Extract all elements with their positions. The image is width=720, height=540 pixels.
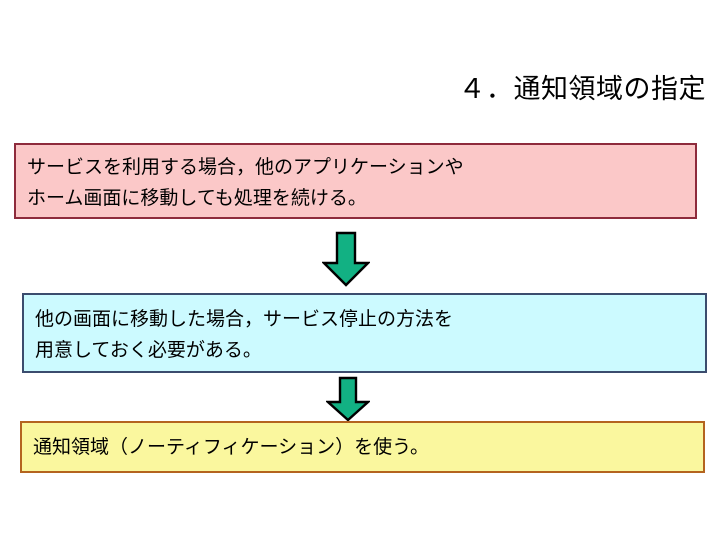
box-conclusion: 通知領域（ノーティフィケーション）を使う。 [20, 421, 705, 473]
box-requirement-line-2: 用意しておく必要がある。 [35, 339, 262, 361]
box-requirement-line-1: 他の画面に移動した場合，サービス停止の方法を [35, 308, 454, 330]
down-arrow-icon-2 [326, 376, 370, 422]
box-conclusion-line-1: 通知領域（ノーティフィケーション）を使う。 [33, 436, 429, 458]
page-title: ４．通知領域の指定 [458, 74, 706, 105]
box-problem-line-1: サービスを利用する場合，他のアプリケーションや [27, 156, 464, 178]
down-arrow-icon-1 [322, 231, 370, 287]
box-problem: サービスを利用する場合，他のアプリケーションや ホーム画面に移動しても処理を続け… [14, 143, 697, 219]
box-problem-line-2: ホーム画面に移動しても処理を続ける。 [27, 187, 367, 209]
box-requirement: 他の画面に移動した場合，サービス停止の方法を 用意しておく必要がある。 [22, 293, 707, 373]
